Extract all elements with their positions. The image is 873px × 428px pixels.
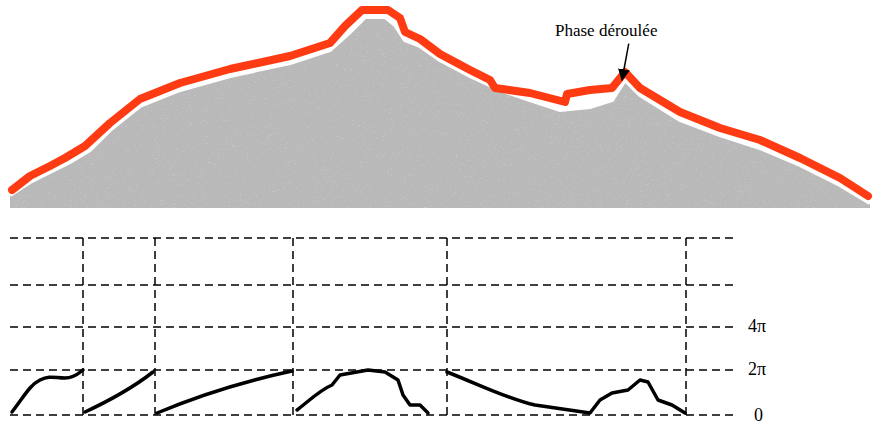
callout-label: Phase déroulée (555, 22, 657, 41)
leader-arrow (622, 44, 629, 80)
axis-value: 2π (748, 360, 766, 380)
grid (10, 238, 735, 415)
axis-value: 0 (754, 406, 763, 426)
unwrapped-phase-line (12, 10, 868, 196)
wrapped-phase (12, 370, 685, 413)
axis-value: 4π (748, 317, 766, 337)
terrain (0, 0, 873, 210)
